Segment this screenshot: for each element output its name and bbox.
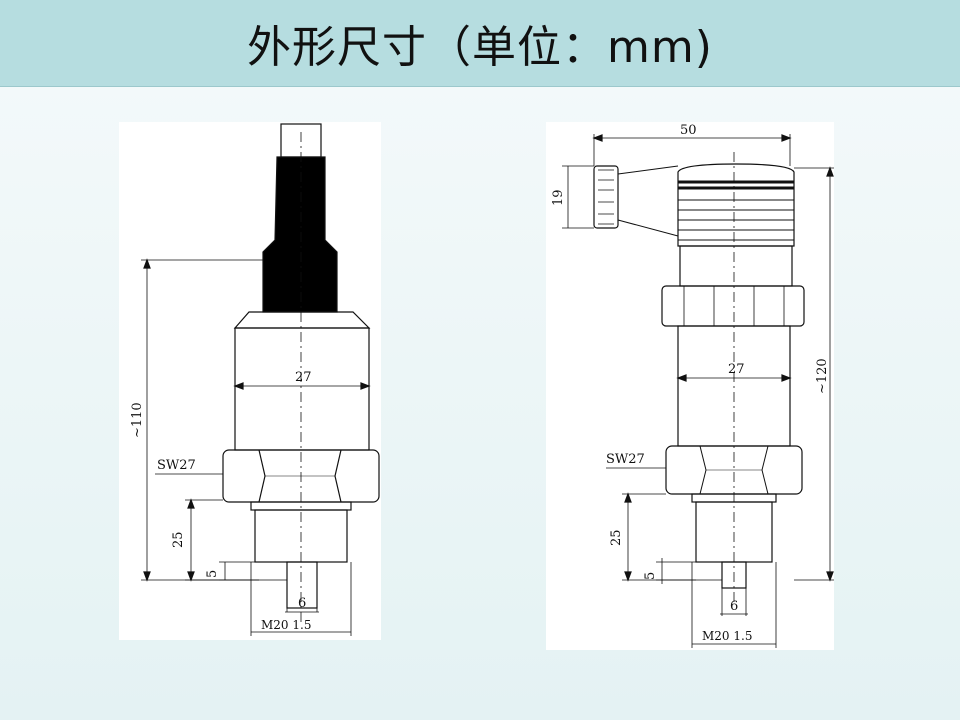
body-cylinder xyxy=(234,327,370,451)
right-connector-width-label: 50 xyxy=(680,123,697,138)
left-overall-length-label: ~110 xyxy=(130,402,145,438)
right-connector-height-label: 19 xyxy=(551,189,566,206)
left-drawing: 27 ~110 SW27 25 5 6 M20 1.5 xyxy=(119,122,381,640)
body-cap xyxy=(233,311,371,329)
left-drawing-svg: 27 ~110 SW27 25 5 6 M20 1.5 xyxy=(130,123,380,636)
right-overall-length-label: ~120 xyxy=(815,358,830,394)
title-bar: 外形尺寸（单位：mm) xyxy=(0,0,960,87)
ribbed-head xyxy=(677,163,795,247)
upper-nut xyxy=(661,285,805,327)
right-hex-size-label: SW27 xyxy=(606,452,645,467)
cable-sleeve xyxy=(262,156,338,313)
right-drawing: 50 19 ~120 27 SW27 25 5 6 M20 1.5 xyxy=(546,122,834,650)
page-title: 外形尺寸（单位：mm) xyxy=(247,22,713,73)
right-thread-spec-label: M20 1.5 xyxy=(702,629,752,643)
left-body-diameter-label: 27 xyxy=(295,370,312,385)
pressure-port xyxy=(286,561,318,609)
right-thread-length-label: 25 xyxy=(609,529,624,546)
left-hex-size-label: SW27 xyxy=(157,458,196,473)
din-plug xyxy=(593,165,619,229)
left-thread-length-label: 25 xyxy=(171,531,186,548)
right-drawing-svg: 50 19 ~120 27 SW27 25 5 6 M20 1.5 xyxy=(551,123,834,648)
left-groove-label: 5 xyxy=(205,570,220,578)
right-body-diameter-label: 27 xyxy=(728,362,745,377)
connector-neck xyxy=(679,245,793,287)
right-groove-label: 5 xyxy=(643,572,658,580)
right-port-diameter-label: 6 xyxy=(730,599,738,614)
left-thread-spec-label: M20 1.5 xyxy=(261,618,311,632)
left-port-diameter-label: 6 xyxy=(298,596,306,611)
